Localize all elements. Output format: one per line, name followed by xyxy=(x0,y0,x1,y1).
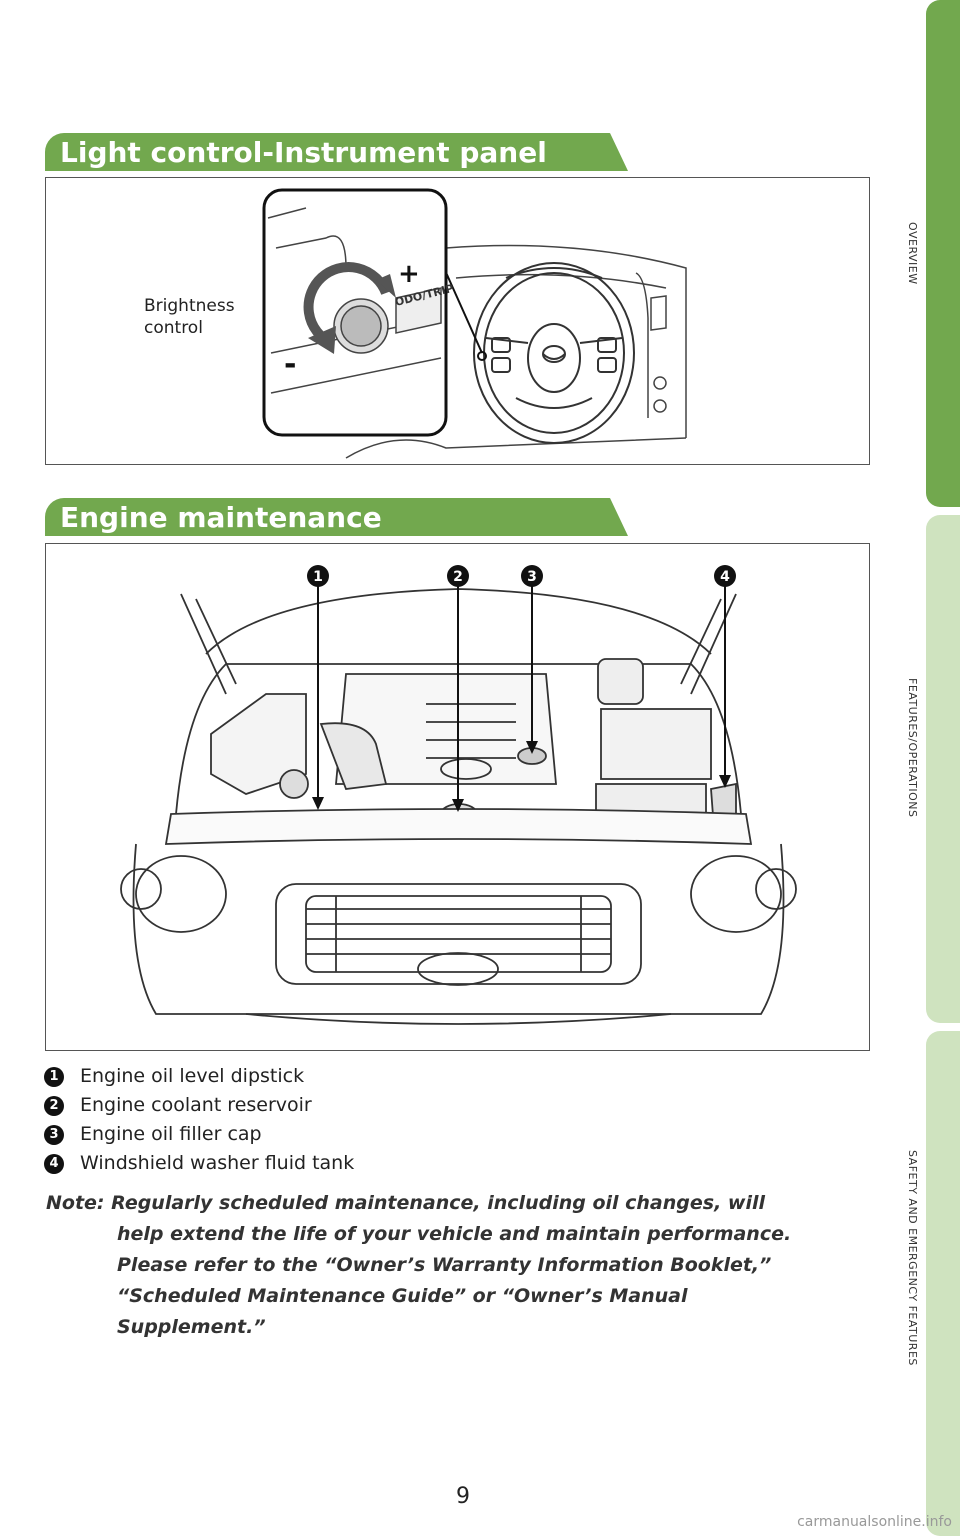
item-label: Engine oil level dipstick xyxy=(80,1065,305,1087)
tab-overview[interactable] xyxy=(926,0,960,507)
note-line-5: Supplement.” xyxy=(117,1316,266,1338)
note-line-4: “Scheduled Maintenance Guide” or “Owner’… xyxy=(117,1285,688,1307)
plus-label: + xyxy=(398,259,420,289)
callout-1: 1 xyxy=(313,569,323,585)
item-label: Engine oil filler cap xyxy=(80,1123,262,1145)
maintenance-note: Note: Regularly scheduled maintenance, i… xyxy=(46,1188,846,1343)
tab-safety-emergency[interactable] xyxy=(926,1031,960,1536)
callout-3: 3 xyxy=(527,569,537,585)
callout-4: 4 xyxy=(720,569,730,585)
engine-bay-drawing: 1 2 3 4 xyxy=(120,565,797,1025)
steering-wheel xyxy=(473,262,635,444)
list-item: 1 Engine oil level dipstick xyxy=(44,1062,354,1091)
brightness-label-line2: control xyxy=(144,318,203,338)
note-line-3: Please refer to the “Owner’s Warranty In… xyxy=(117,1254,772,1276)
note-line-2: help extend the life of your vehicle and… xyxy=(117,1223,792,1245)
item-number-badge: 2 xyxy=(44,1095,64,1116)
engine-bay-illustration: 1 2 3 4 xyxy=(45,543,870,1051)
item-number-badge: 3 xyxy=(44,1124,64,1145)
instrument-panel-drawing: + - ODO/TRIP Brightness control xyxy=(144,188,687,459)
page-number: 9 xyxy=(456,1484,470,1509)
brightness-label-line1: Brightness xyxy=(144,296,235,316)
section-title-light-control: Light control-Instrument panel xyxy=(45,133,628,171)
minus-label: - xyxy=(284,347,296,382)
section-title-engine-maintenance: Engine maintenance xyxy=(45,498,628,536)
item-label: Windshield washer fluid tank xyxy=(80,1152,355,1174)
item-number-badge: 4 xyxy=(44,1153,64,1174)
callout-2: 2 xyxy=(453,569,463,585)
tab-features-operations[interactable] xyxy=(926,515,960,1023)
instrument-panel-illustration: + - ODO/TRIP Brightness control xyxy=(45,177,870,465)
engine-items-list: 1 Engine oil level dipstick 2 Engine coo… xyxy=(44,1062,354,1178)
item-number-badge: 1 xyxy=(44,1066,64,1087)
inset-zoom: + - ODO/TRIP xyxy=(262,188,487,437)
side-label-safety: SAFETY AND EMERGENCY FEATURES xyxy=(906,1150,919,1366)
item-label: Engine coolant reservoir xyxy=(80,1094,312,1116)
list-item: 3 Engine oil filler cap xyxy=(44,1120,354,1149)
list-item: 2 Engine coolant reservoir xyxy=(44,1091,354,1120)
side-label-overview: OVERVIEW xyxy=(906,222,919,285)
side-label-features: FEATURES/OPERATIONS xyxy=(906,678,919,818)
list-item: 4 Windshield washer fluid tank xyxy=(44,1149,354,1178)
watermark: carmanualsonline.info xyxy=(797,1514,952,1530)
note-line-1: Note: Regularly scheduled maintenance, i… xyxy=(46,1192,766,1214)
